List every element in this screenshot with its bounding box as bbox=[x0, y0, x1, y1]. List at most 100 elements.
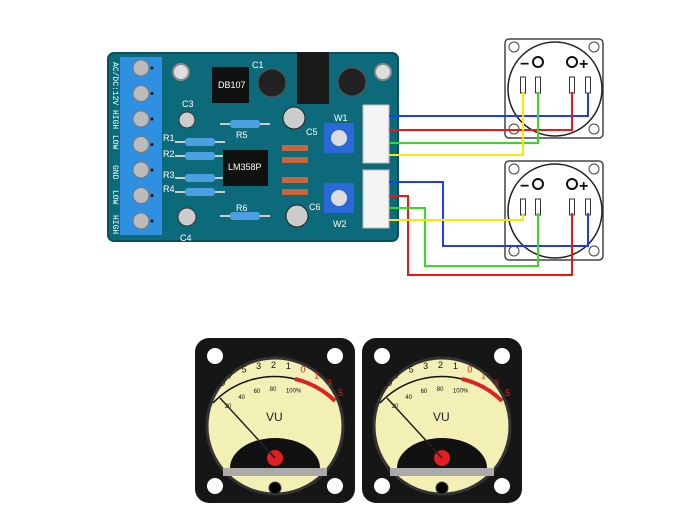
scale-percent-label: 60 bbox=[254, 389, 261, 395]
scale-tick-label: 1 bbox=[481, 370, 486, 380]
label-r1: R1 bbox=[163, 133, 175, 143]
mount-hole bbox=[172, 63, 190, 81]
scale-tick-label: 1 bbox=[286, 361, 291, 371]
screw bbox=[132, 59, 150, 77]
scale-percent-label: 100% bbox=[286, 389, 302, 395]
screw bbox=[132, 110, 150, 128]
capacitor-c3 bbox=[178, 111, 196, 129]
capacitor-c1 bbox=[257, 68, 287, 98]
vu-label: VU bbox=[433, 410, 450, 424]
green-wire bbox=[389, 207, 539, 267]
connector-1 bbox=[362, 104, 390, 164]
connector-2 bbox=[362, 169, 390, 229]
resistor bbox=[230, 212, 260, 220]
meter-terminal-diagram-1: −+ bbox=[504, 38, 604, 139]
terminal-label: LOW bbox=[110, 135, 119, 150]
minus-label: − bbox=[520, 56, 529, 73]
mount-hole bbox=[494, 478, 510, 494]
mount-hole bbox=[327, 478, 343, 494]
scale-tick-label: 3 bbox=[423, 361, 428, 371]
screw bbox=[132, 187, 150, 204]
bridge-rectifier bbox=[212, 67, 249, 103]
red-wire bbox=[389, 92, 573, 131]
resistor bbox=[185, 152, 215, 160]
scale-tick-label: 3 bbox=[327, 378, 332, 388]
scale-tick-label: 20 bbox=[204, 388, 214, 398]
label-r3: R3 bbox=[163, 170, 175, 180]
bridge-label: DB107 bbox=[218, 80, 246, 90]
scale-tick-label: 5 bbox=[409, 365, 414, 375]
diode bbox=[282, 157, 308, 163]
red-wire bbox=[389, 195, 573, 276]
adjust-screw bbox=[268, 481, 282, 495]
resistor bbox=[185, 188, 215, 196]
mount-hole bbox=[508, 163, 520, 175]
scale-tick-label: 3 bbox=[494, 378, 499, 388]
terminal-label: AC/DC:12V bbox=[110, 62, 119, 105]
mount-hole bbox=[374, 63, 392, 81]
capacitor-c6 bbox=[285, 204, 309, 228]
resistor bbox=[185, 138, 215, 146]
label-w2: W2 bbox=[333, 219, 347, 229]
red-zone bbox=[294, 377, 337, 403]
screw bbox=[132, 136, 150, 153]
scale-tick-label: 7 bbox=[395, 370, 400, 380]
scale-tick-label: 0 bbox=[467, 365, 472, 375]
scale-percent-label: 40 bbox=[238, 395, 245, 401]
needle bbox=[219, 397, 276, 459]
resistor bbox=[230, 120, 260, 128]
yellow-wire bbox=[389, 213, 524, 221]
diode bbox=[282, 177, 308, 183]
label-r6: R6 bbox=[236, 203, 248, 213]
label-r4: R4 bbox=[163, 184, 175, 194]
scale-tick-label: 1 bbox=[453, 361, 458, 371]
scale-percent-label: 60 bbox=[421, 389, 428, 395]
mount-hole bbox=[588, 41, 600, 53]
plus-label: + bbox=[579, 56, 588, 73]
vu-meter-1: 201075321013520406080100%VU bbox=[195, 338, 355, 503]
label-c4: C4 bbox=[180, 233, 192, 243]
scale-tick-label: 1 bbox=[314, 370, 319, 380]
mount-hole bbox=[588, 245, 600, 257]
capacitor-c4 bbox=[177, 207, 197, 227]
resistor bbox=[185, 174, 215, 182]
diode bbox=[282, 145, 308, 151]
terminal-label: LOW bbox=[110, 190, 119, 205]
scale-tick-label: 20 bbox=[371, 388, 381, 398]
yellow-wire bbox=[389, 92, 524, 156]
scale-tick-label: 2 bbox=[271, 360, 276, 370]
capacitor bbox=[337, 67, 367, 97]
label-c5: C5 bbox=[306, 127, 318, 137]
scale-percent-label: 100% bbox=[453, 389, 469, 395]
label-c1: C1 bbox=[252, 60, 264, 70]
scale-tick-label: 5 bbox=[338, 388, 343, 398]
scale-tick-label: 10 bbox=[382, 378, 392, 388]
vu-meter-2: 201075321013520406080100%VU bbox=[362, 338, 522, 503]
terminal-label: GND bbox=[110, 165, 119, 180]
adjust-screw bbox=[435, 481, 449, 495]
mount-hole bbox=[508, 41, 520, 53]
needle bbox=[386, 397, 443, 459]
mount-hole bbox=[374, 478, 390, 494]
scale-tick-label: 10 bbox=[215, 378, 225, 388]
terminal-label: HIGH bbox=[110, 215, 119, 234]
label-r5: R5 bbox=[236, 130, 248, 140]
green-wire bbox=[389, 92, 539, 144]
screw bbox=[132, 85, 150, 102]
ic-chip bbox=[223, 150, 268, 186]
scale-percent-label: 40 bbox=[405, 395, 412, 401]
terminal-label: HIGH bbox=[110, 110, 119, 129]
mount-hole bbox=[327, 348, 343, 364]
vu-label: VU bbox=[266, 410, 283, 424]
blue-wire bbox=[389, 93, 589, 117]
scale-tick-label: 7 bbox=[228, 370, 233, 380]
ic-label: LM358P bbox=[228, 162, 262, 172]
scale-tick-label: 5 bbox=[505, 388, 510, 398]
mount-hole bbox=[374, 348, 390, 364]
scale-tick-label: 2 bbox=[438, 360, 443, 370]
plus-label: + bbox=[579, 178, 588, 195]
mount-hole bbox=[494, 348, 510, 364]
capacitor-c5 bbox=[282, 106, 306, 130]
